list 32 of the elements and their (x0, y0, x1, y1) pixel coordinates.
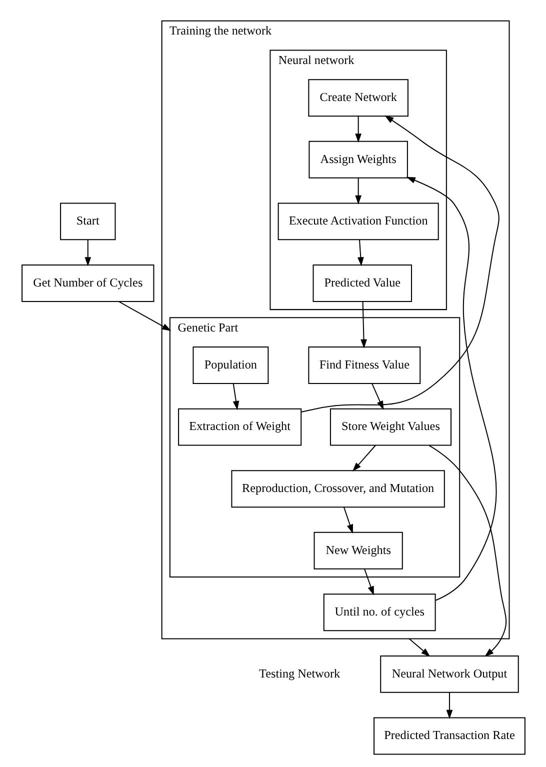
arrow (406, 176, 496, 601)
arrow (408, 638, 430, 657)
arrow (446, 692, 452, 720)
node-box: Create Network (308, 79, 408, 117)
node-box: Population (192, 346, 268, 384)
arrow (342, 506, 352, 534)
node-box: Predicted Value (312, 264, 412, 302)
arrow (352, 445, 376, 472)
arrow (428, 444, 506, 657)
node-box: Find Fitness Value (308, 346, 420, 384)
node-box: Assign Weights (308, 140, 408, 178)
node-box: Neural Network Output (380, 655, 518, 693)
node-box: Store Weight Values (329, 408, 452, 446)
node-box: Get Number of Cycles (21, 264, 154, 302)
node-box: Until no. of cycles (322, 594, 436, 632)
node-box: Start (60, 202, 116, 240)
arrow (357, 240, 364, 266)
node-box: Reproduction, Crossover, and Mutation (230, 470, 444, 508)
node-box: Predicted Transaction Rate (373, 717, 525, 755)
node-label: Testing Network (258, 666, 340, 680)
node-box: Execute Activation Function (277, 202, 438, 240)
arrow (118, 301, 171, 331)
node-box: New Weights (313, 532, 402, 570)
arrow (354, 116, 362, 143)
arrow (364, 568, 374, 596)
arrow (84, 240, 91, 266)
arrow (371, 383, 384, 410)
arrow (300, 115, 499, 413)
arrow (232, 384, 239, 410)
arrow (360, 302, 366, 348)
node-box: Extraction of Weight (178, 408, 302, 446)
arrow (354, 178, 362, 205)
